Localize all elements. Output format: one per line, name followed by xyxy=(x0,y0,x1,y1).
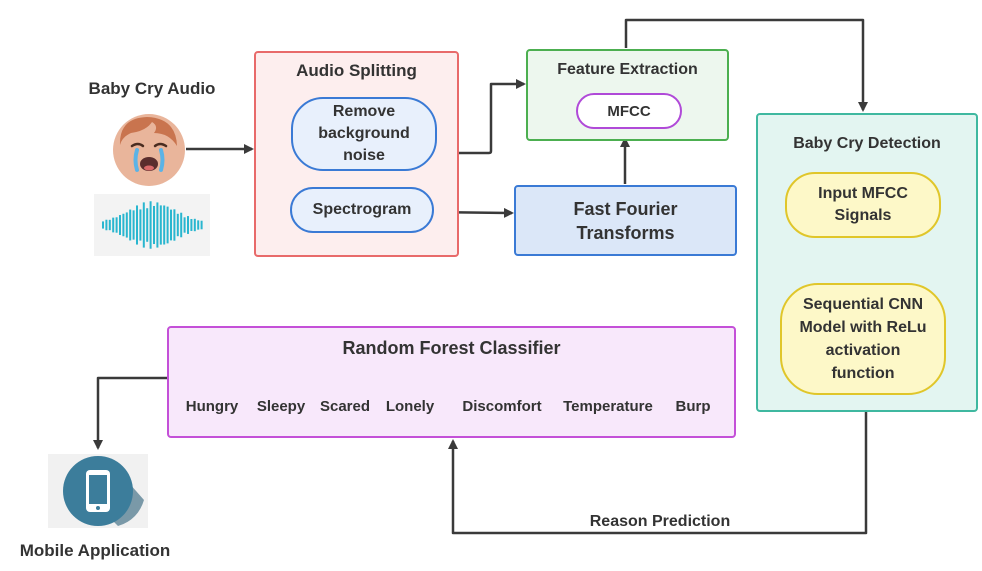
baby-cry-audio-label: Baby Cry Audio xyxy=(88,79,216,98)
class-label-burp: Burp xyxy=(675,398,711,415)
wave-bar xyxy=(146,208,149,242)
baby-cry-detection-box: Baby Cry Detection Input MFCC Signals Se… xyxy=(756,113,978,412)
spectrogram-step: Spectrogram xyxy=(290,187,434,233)
wave-bar xyxy=(163,205,166,245)
wave-bar xyxy=(180,212,183,238)
reason-prediction-label: Reason Prediction xyxy=(589,513,731,530)
classifier-title: Random Forest Classifier xyxy=(342,338,561,358)
wave-bar xyxy=(139,209,142,241)
remove-noise-step: Remove background noise xyxy=(291,97,437,171)
input-mfcc-step: Input MFCC Signals xyxy=(785,172,941,238)
wave-bar xyxy=(193,218,196,232)
arrow-classifier-to-mobile xyxy=(93,376,167,450)
wave-bar xyxy=(183,217,186,233)
wave-bar xyxy=(129,209,132,241)
wave-bar xyxy=(115,217,118,233)
feature-extraction-title: Feature Extraction xyxy=(557,61,698,78)
wave-bar xyxy=(200,220,203,230)
wave-bar xyxy=(149,201,152,249)
class-label-temperature: Temperature xyxy=(563,398,653,415)
class-label-discomfort: Discomfort xyxy=(462,398,542,415)
wave-bar xyxy=(197,220,200,230)
mfcc-pill: MFCC xyxy=(576,93,682,129)
audio-splitting-box: Audio Splitting Remove background noise … xyxy=(254,51,459,257)
arrow-features-to-detection xyxy=(624,18,868,112)
random-forest-classifier-box: Random Forest Classifier xyxy=(167,326,736,438)
class-label-hungry: Hungry xyxy=(185,398,239,415)
wave-bar xyxy=(105,219,108,231)
wave-bar xyxy=(112,217,115,233)
mobile-phone-icon xyxy=(48,454,148,528)
cnn-model-step: Sequential CNN Model with ReLu activatio… xyxy=(780,283,946,395)
wave-bar xyxy=(132,210,135,240)
wave-bar xyxy=(122,213,125,237)
wave-bar xyxy=(142,202,145,248)
wave-bar xyxy=(108,219,111,231)
class-label-lonely: Lonely xyxy=(385,398,435,415)
arrow-detection-to-classifier xyxy=(448,412,868,535)
wave-bar xyxy=(102,221,104,229)
class-label-sleepy: Sleepy xyxy=(256,398,306,415)
sound-wave-icon xyxy=(94,194,210,256)
wave-bar xyxy=(156,202,159,248)
fft-box: Fast Fourier Transforms xyxy=(514,185,737,256)
wave-bar xyxy=(159,205,162,245)
audio-splitting-title: Audio Splitting xyxy=(296,61,417,80)
feature-extraction-box: Feature Extraction MFCC xyxy=(526,49,729,141)
wave-bar xyxy=(176,213,179,237)
arrow-splitting-to-features xyxy=(459,79,526,155)
wave-bar xyxy=(190,218,193,232)
wave-bar xyxy=(166,206,169,244)
wave-bar xyxy=(187,216,189,234)
detection-title: Baby Cry Detection xyxy=(793,135,941,152)
mobile-application-label: Mobile Application xyxy=(19,541,171,560)
crying-baby-icon xyxy=(113,114,185,186)
wave-bar xyxy=(153,205,155,245)
wave-bar xyxy=(125,212,128,238)
class-label-scared: Scared xyxy=(319,398,371,415)
wave-bar xyxy=(136,205,138,245)
wave-bar xyxy=(170,209,172,241)
wave-bar xyxy=(119,215,121,235)
wave-bar xyxy=(173,209,176,241)
